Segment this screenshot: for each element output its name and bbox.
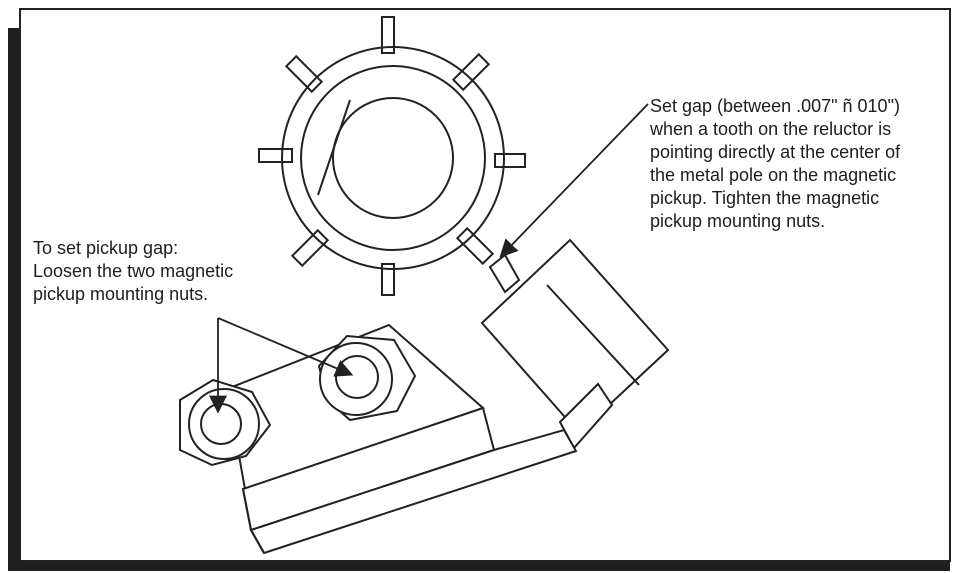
reluctor-tooth bbox=[494, 153, 526, 168]
right-instruction-note: Set gap (between .007" ñ 010") when a to… bbox=[650, 95, 900, 233]
reluctor-tooth bbox=[381, 16, 395, 54]
reluctor-inner-ring bbox=[300, 65, 486, 251]
reluctor-tooth bbox=[284, 54, 324, 94]
right-note-line: Set gap (between .007" ñ 010") bbox=[650, 96, 900, 116]
left-note-line: Loosen the two magnetic bbox=[33, 261, 234, 281]
pickup-pole-tip bbox=[488, 253, 521, 294]
right-note-line: pointing directly at the center of bbox=[650, 142, 901, 162]
right-note-line: the metal pole on the magnetic bbox=[650, 165, 897, 185]
pickup-sensor-body bbox=[480, 238, 670, 435]
left-note-line: pickup mounting nuts. bbox=[33, 284, 209, 304]
left-note-line: To set pickup gap: bbox=[33, 238, 179, 258]
reluctor-tooth bbox=[258, 148, 293, 163]
magnetic-pickup-assembly bbox=[179, 238, 670, 555]
reluctor-wheel bbox=[258, 16, 526, 296]
right-note-line: pickup. Tighten the magnetic bbox=[650, 188, 880, 208]
reluctor-tooth bbox=[455, 226, 495, 266]
left-note-arrow-path bbox=[217, 317, 354, 377]
right-note-line: when a tooth on the reluctor is bbox=[650, 119, 892, 139]
reluctor-hub bbox=[332, 97, 454, 219]
reluctor-slot-line bbox=[317, 99, 351, 196]
annotation-arrows bbox=[209, 103, 649, 414]
reluctor-tooth bbox=[451, 52, 491, 92]
reluctor-outer-ring bbox=[281, 46, 505, 270]
reluctor-tooth bbox=[290, 228, 330, 268]
pickup-sensor-inner-line bbox=[546, 284, 640, 386]
left-instruction-note: To set pickup gap: Loosen the two magnet… bbox=[33, 237, 233, 306]
mounting-nut-right-inner-ring bbox=[335, 355, 379, 399]
reluctor-tooth bbox=[381, 263, 395, 296]
mounting-plate-edge bbox=[242, 488, 252, 531]
right-note-line: pickup mounting nuts. bbox=[650, 211, 826, 231]
mounting-nut-left-inner-ring bbox=[200, 403, 242, 445]
mounting-plate-edge bbox=[250, 529, 265, 554]
right-note-arrow-path bbox=[499, 103, 649, 258]
